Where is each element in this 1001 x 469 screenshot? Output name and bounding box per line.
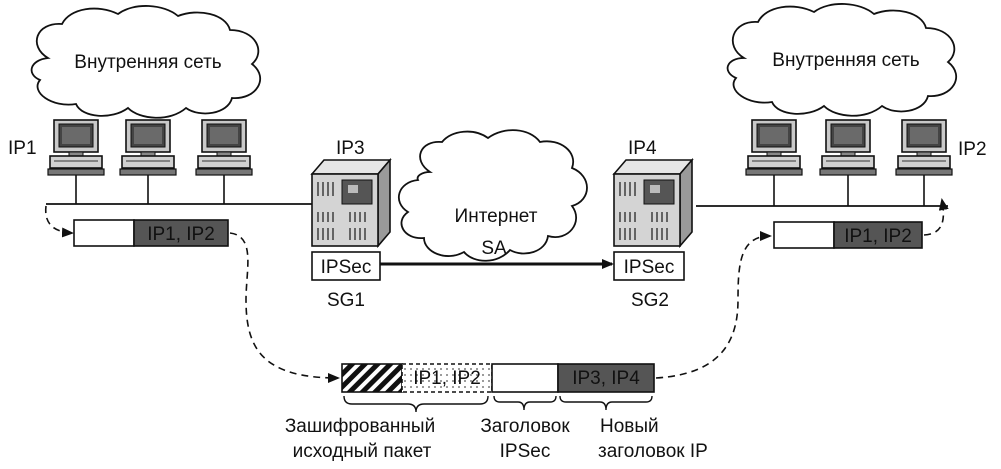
right-packet-header [833, 221, 923, 249]
sg1-ipsec-box [311, 251, 381, 281]
left-packet-header [133, 219, 229, 247]
caption-ipsec-line2: IPSec [500, 441, 551, 462]
sg2-name-label: SG2 [631, 290, 669, 311]
right-network-label: Внутренняя сеть [772, 50, 919, 71]
right-host-ip2-computer [895, 119, 953, 176]
right-host-2-computer [819, 119, 877, 176]
internet-cloud [397, 129, 588, 262]
new-ip-header-block [557, 363, 655, 393]
brace-encrypted [343, 395, 489, 413]
right-network-cloud [726, 3, 958, 117]
brace-ipsec [493, 395, 557, 411]
left-host-3-computer [195, 119, 253, 176]
sg2-ipsec-label: IPSec [624, 257, 675, 278]
left-packet-header-label: IP1, IP2 [147, 224, 215, 245]
caption-encrypted-line2: исходный пакет [293, 441, 432, 462]
left-packet-payload [73, 219, 135, 247]
ipsec-header-block [491, 363, 559, 393]
right-packet-header-label: IP1, IP2 [844, 226, 912, 247]
brace-new-ip [559, 395, 653, 411]
sg2-gateway-icon [613, 159, 693, 247]
new-ip-header-label: IP3, IP4 [572, 368, 640, 389]
right-host-1-computer [745, 119, 803, 176]
host-ip2-label: IP2 [958, 139, 987, 160]
left-host-2-computer [119, 119, 177, 176]
sg1-address-label: IP3 [336, 138, 365, 159]
caption-newip-line1: Новый [600, 416, 659, 437]
flow-right-packet-to-ip2 [923, 198, 949, 236]
caption-ipsec-line1: Заголовок [480, 416, 570, 437]
sg1-name-label: SG1 [327, 290, 365, 311]
left-network-cloud [30, 5, 262, 119]
flow-encapsulated-to-right-packet [655, 231, 772, 379]
caption-newip-line2: заголовок IP [598, 441, 708, 462]
right-packet-payload [773, 221, 835, 249]
sg1-ipsec-label: IPSec [321, 257, 372, 278]
encrypted-payload [341, 363, 403, 393]
sg2-ipsec-box [613, 251, 685, 281]
encrypted-inner-header [401, 363, 493, 393]
flow-ip1-to-packet [44, 205, 74, 238]
encrypted-inner-header-label: IP1, IP2 [413, 368, 481, 389]
left-host-ip1-computer [47, 119, 105, 176]
sg2-address-label: IP4 [628, 138, 657, 159]
sa-label: SA [481, 238, 507, 259]
host-ip1-label: IP1 [8, 138, 37, 159]
sg1-gateway-icon [311, 159, 391, 247]
left-network-label: Внутренняя сеть [74, 52, 221, 73]
caption-encrypted-line1: Зашифрованный [285, 416, 435, 437]
internet-label: Интернет [455, 206, 538, 227]
